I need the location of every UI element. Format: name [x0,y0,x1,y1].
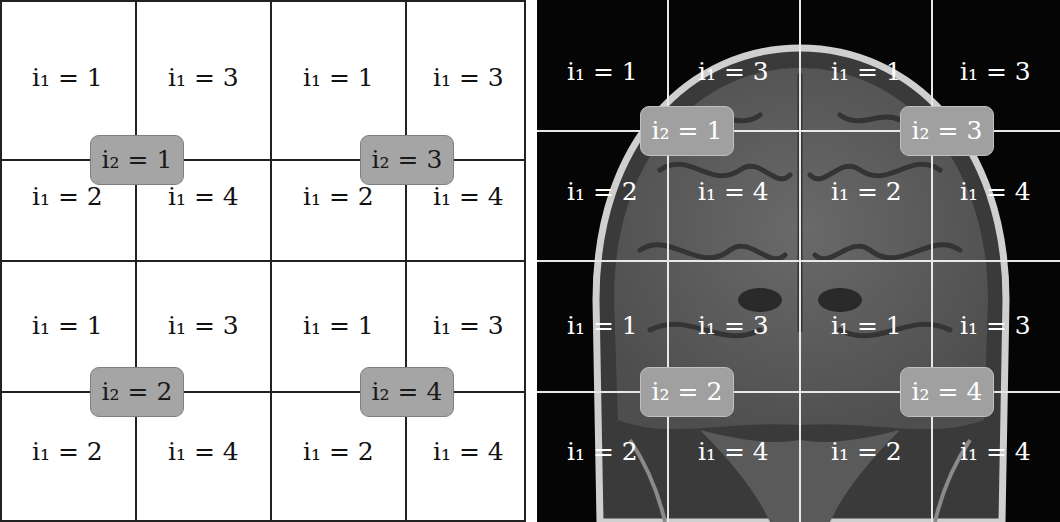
cell-label: i₁ = 4 [698,178,769,206]
cell-label: i₁ = 2 [303,438,374,466]
cell-label: i₁ = 2 [32,183,103,211]
index-box: i₂ = 2 [640,367,734,417]
cell-label: i₁ = 3 [698,312,769,340]
index-text: i₂ = 1 [652,117,723,145]
cell-label: i₁ = 2 [831,438,902,466]
index-text: i₂ = 1 [102,146,173,174]
cell-label: i₁ = 1 [831,58,902,86]
index-box: i₂ = 2 [90,367,184,417]
cell-label: i₁ = 4 [433,438,504,466]
cell-label: i₁ = 4 [168,438,239,466]
cell-label: i₁ = 1 [303,64,374,92]
index-box: i₂ = 3 [360,135,454,185]
cell-label: i₁ = 3 [960,58,1031,86]
cell-label: i₁ = 4 [960,178,1031,206]
cell-label: i₁ = 1 [32,64,103,92]
cell-label: i₁ = 3 [168,312,239,340]
cell-label: i₁ = 1 [831,312,902,340]
index-box: i₂ = 1 [640,106,734,156]
cell-label: i₁ = 3 [433,64,504,92]
cell-label: i₁ = 4 [433,183,504,211]
cell-label: i₁ = 1 [303,312,374,340]
cell-label: i₁ = 1 [567,58,638,86]
cell-label: i₁ = 4 [168,183,239,211]
cell-label: i₁ = 2 [303,183,374,211]
index-text: i₂ = 3 [912,117,983,145]
index-text: i₂ = 2 [652,378,723,406]
cell-label: i₁ = 3 [168,64,239,92]
index-text: i₂ = 3 [372,146,443,174]
cell-label: i₁ = 2 [567,178,638,206]
left-grid [1,1,525,521]
cell-label: i₁ = 2 [32,438,103,466]
cell-label: i₁ = 2 [567,438,638,466]
index-text: i₂ = 2 [102,378,173,406]
cell-label: i₁ = 3 [698,58,769,86]
cell-label: i₁ = 1 [567,312,638,340]
cell-label: i₁ = 4 [698,438,769,466]
cell-label: i₁ = 2 [831,178,902,206]
index-box: i₂ = 1 [90,135,184,185]
index-text: i₂ = 4 [912,378,983,406]
index-box: i₂ = 4 [360,367,454,417]
cell-label: i₁ = 4 [960,438,1031,466]
cell-label: i₁ = 1 [32,312,103,340]
cell-label: i₁ = 3 [433,312,504,340]
cell-label: i₁ = 3 [960,312,1031,340]
index-text: i₂ = 4 [372,378,443,406]
right-grid [537,0,1060,522]
index-box: i₂ = 4 [900,367,994,417]
mri-image [537,0,1060,522]
index-box: i₂ = 3 [900,106,994,156]
